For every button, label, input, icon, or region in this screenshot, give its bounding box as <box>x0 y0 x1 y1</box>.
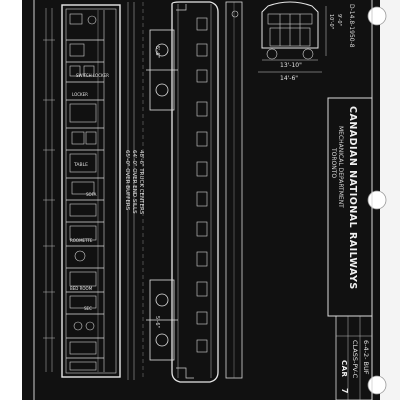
dim-side-b: 9'-0" <box>336 14 342 26</box>
dim-upper-width: 13'-10" <box>280 62 302 69</box>
dim-over-end-sills: 64'-0" OVER END SILLS <box>131 150 137 214</box>
binder-hole-top <box>367 6 387 26</box>
dim-truck-centers: 48'-6" TRUCK CENTERS <box>138 150 144 215</box>
floor-plan: SWITCH LOCKER LOCKER TABLE SOFA ROOMETTE… <box>43 4 121 378</box>
dim-pitch-top: 5'-6" <box>154 46 160 58</box>
class-label: CLASS-PV-C <box>351 340 359 379</box>
side-profile <box>225 1 243 379</box>
city-name: TORONTO <box>330 147 337 178</box>
binder-hole-middle <box>367 190 387 210</box>
dim-side-a: 10'-0" <box>328 14 334 29</box>
dim-lower-width: 14'-6" <box>280 75 298 82</box>
label-bed-room: BED ROOM <box>70 286 93 291</box>
department-name: MECHANICAL DEPARTMENT <box>337 126 344 208</box>
binder-hole-bottom <box>367 375 387 395</box>
label-locker: LOCKER <box>72 92 88 97</box>
car-label: CAR <box>340 360 348 378</box>
label-table: TABLE <box>73 162 88 168</box>
side-elevation: 5'-6" 5'-6" 48'-6" TRUCK CENTERS 64'-0" … <box>124 1 219 383</box>
label-section: SEC <box>84 306 92 311</box>
label-roomette: ROOMETTE <box>70 238 93 243</box>
company-name: CANADIAN NATIONAL RAILWAYS <box>347 106 358 290</box>
label-switch-locker: SWITCH LOCKER <box>76 73 109 78</box>
sheet-number: 7 <box>340 388 349 394</box>
end-elevation: 13'-10" 14'-6" 10'-0" 9'-0" D-14.8-1950-… <box>258 1 355 82</box>
class-block: 6-4-2- BUF CLASS-PV-C CAR 7 <box>335 315 373 400</box>
drawing-number: D-14.8-1950-8 <box>348 4 355 48</box>
label-sofa: SOFA <box>86 192 97 197</box>
dim-pitch-bottom: 5'-6" <box>154 316 160 328</box>
spec-line: 6-4-2- BUF <box>362 340 370 375</box>
dim-over-buffers: 65'-0" OVER BUFFERS <box>124 150 130 211</box>
right-margin <box>380 0 400 400</box>
